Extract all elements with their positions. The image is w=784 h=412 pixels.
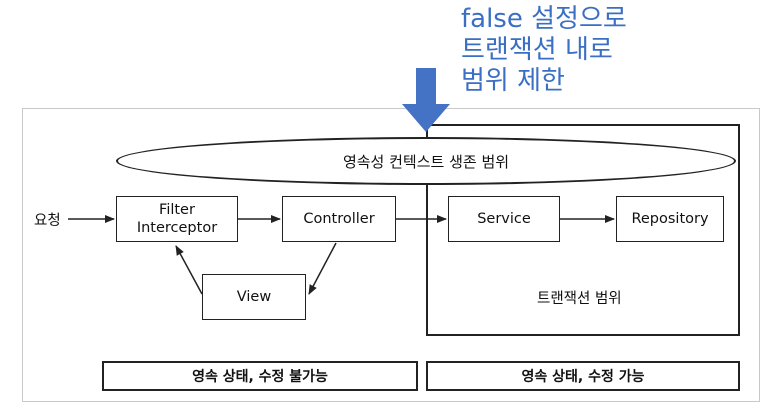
filter-label: Filter	[159, 202, 195, 218]
arrow-controller-to-view	[308, 242, 337, 295]
repository-label: Repository	[631, 211, 709, 227]
arrow-view-to-filter	[175, 245, 203, 295]
state-bar-left: 영속 상태, 수정 불가능	[102, 361, 418, 391]
interceptor-label: Interceptor	[136, 220, 218, 236]
view-label: View	[236, 289, 272, 305]
controller-node: Controller	[282, 196, 396, 242]
annotation-line-3: 범위 제한	[461, 66, 565, 96]
scope-limit-arrow	[402, 68, 450, 132]
annotation-line-1: false 설정으로	[461, 4, 627, 34]
transaction-scope-label: 트랜잭션 범위	[537, 291, 622, 307]
repository-node: Repository	[616, 196, 724, 242]
annotation-line-2: 트랜잭션 내로	[461, 35, 613, 65]
persistence-context-ellipse: 영속성 컨텍스트 생존 범위	[116, 137, 736, 185]
state-bar-left-label: 영속 상태, 수정 불가능	[192, 369, 328, 385]
annotation-text: false 설정으로 트랜잭션 내로 범위 제한	[461, 4, 627, 97]
service-node: Service	[448, 196, 560, 242]
diagram-frame	[22, 108, 760, 402]
view-node: View	[202, 274, 306, 320]
transaction-scope-box	[426, 124, 740, 336]
service-label: Service	[477, 211, 531, 227]
persistence-context-label: 영속성 컨텍스트 생존 범위	[342, 152, 510, 171]
state-bar-right-label: 영속 상태, 수정 가능	[521, 369, 645, 385]
state-bar-right: 영속 상태, 수정 가능	[426, 361, 740, 391]
filter-interceptor-node: Filter Interceptor	[116, 196, 238, 242]
controller-label: Controller	[303, 211, 375, 227]
request-label: 요청	[34, 213, 61, 229]
